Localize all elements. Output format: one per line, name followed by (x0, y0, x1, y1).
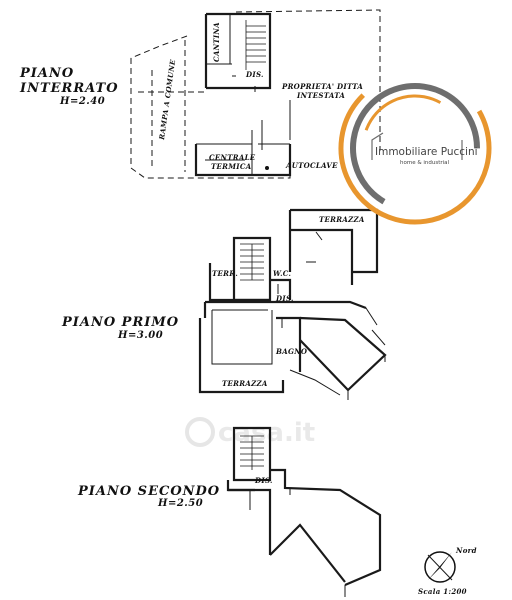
floor-height-secondo: H=2.50 (157, 498, 203, 509)
floor-height-primo: H=3.00 (117, 330, 163, 341)
room-wc: W.C. (273, 269, 291, 278)
room-terrazza-bottom: TERRAZZA (222, 379, 268, 388)
floor-title-interrato: PIANO (19, 66, 74, 81)
room-autoclave: AUTOCLAVE (285, 161, 338, 170)
logo-tagline: home & industrial (400, 160, 450, 166)
room-rampa: RAMPA A COMUNE (157, 59, 177, 142)
room-dis-secondo: DIS. (254, 476, 273, 485)
floor-height-interrato: H=2.40 (59, 96, 105, 107)
watermark-text: casa.it (218, 418, 315, 448)
room-centrale-1: CENTRALE (209, 153, 256, 162)
plan-interrato (130, 9, 381, 179)
watermark: casa.it (185, 417, 315, 448)
compass: Nord (424, 546, 477, 583)
immobiliare-puccini-logo: Immobiliare Puccini home & industrial (338, 71, 492, 225)
room-cantina: CANTINA (212, 22, 221, 62)
room-centrale-2: TERMICA (211, 162, 252, 171)
room-proprieta-1: PROPRIETA' DITTA (281, 82, 363, 91)
room-proprieta-2: INTESTATA (296, 91, 345, 100)
logo-name: Immobiliare Puccini (375, 146, 478, 158)
plan-secondo (226, 426, 382, 597)
room-dis-interrato: DIS. (245, 70, 264, 79)
room-terr: TERR. (212, 269, 238, 278)
plan-primo (198, 208, 387, 400)
floor-title-secondo: PIANO SECONDO (77, 484, 220, 499)
room-bagno: BAGNO (275, 347, 308, 356)
floor-title-primo: PIANO PRIMO (61, 315, 179, 330)
scale-label: Scala 1:200 (418, 587, 467, 596)
room-terrazza-top: TERRAZZA (319, 215, 365, 224)
compass-label: Nord (455, 546, 477, 555)
room-dis-primo: DIS. (275, 294, 294, 303)
floor-title-interrato-2: INTERRATO (19, 81, 119, 96)
